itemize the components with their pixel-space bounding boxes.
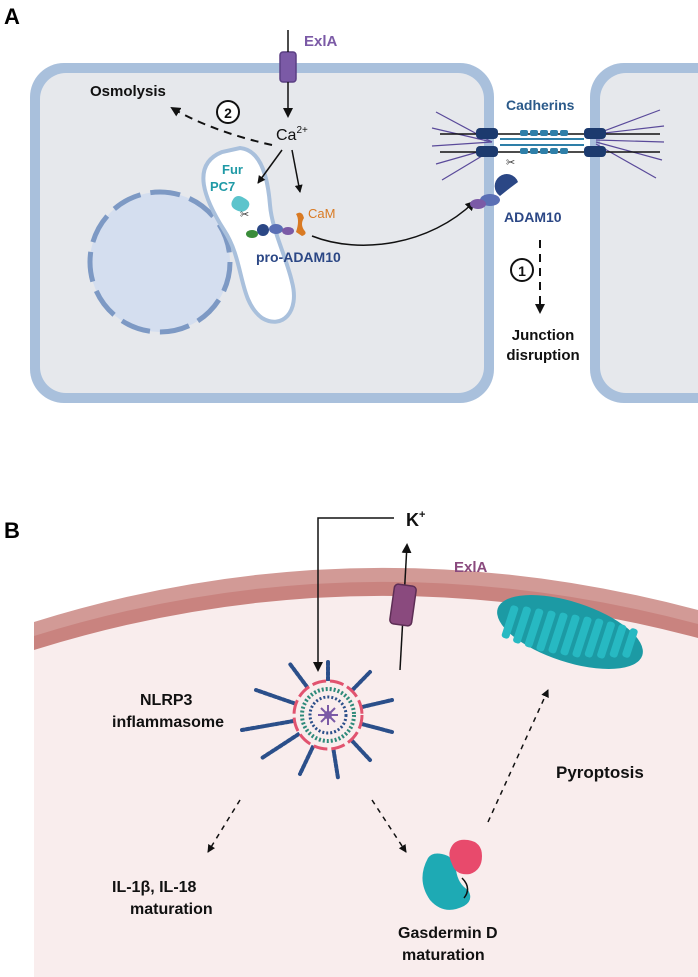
step-2-number: 2 [224,105,232,121]
nucleus [90,192,230,332]
b-cell-cytoplasm [34,595,698,977]
gasdermin-d-protein-icon [422,839,482,910]
pc7-label: PC7 [210,179,235,194]
panel-a: A ExlA Ca2+ Osmolysis 2 Fur PC7 ✂ [4,4,698,403]
right-cell-body [600,73,698,393]
cadherins-label: Cadherins [506,97,575,113]
nuclear-envelope [87,189,233,335]
calmodulin-icon [296,212,306,236]
disruption-label: disruption [506,347,579,364]
il-label-line1: IL-1β, IL-18 [112,879,197,896]
inflammasome-label: inflammasome [112,714,224,731]
gasdermin-label-line1: Gasdermin D [398,925,498,942]
pro-adam10-label: pro-ADAM10 [256,249,341,265]
step-1-badge [510,258,534,282]
scissors-icon-a1: ✂ [240,209,249,221]
trafficking-arrow [311,200,476,246]
adam10-protein-icon [470,174,518,209]
junction-label: Junction [512,327,575,344]
pyroptosis-label: Pyroptosis [556,763,644,782]
il-maturation-arrow [207,799,241,853]
gasdermin-pore-icon [497,595,643,669]
step-2-badge [216,100,240,124]
il-label-line2: maturation [130,901,213,918]
furin-protein-icon [231,196,250,212]
exla-label-a: ExlA [304,33,338,50]
pro-adam10-protein-icon [246,224,294,238]
adam10-label: ADAM10 [504,209,562,225]
exla-channel-b [389,583,417,627]
osmolysis-label: Osmolysis [90,83,166,100]
step-1-number: 1 [518,263,526,279]
exla-label-b: ExlA [454,559,488,576]
calcium-label: Ca2+ [276,125,308,144]
cadherin-junction [431,109,665,181]
panel-b-letter: B [4,518,20,543]
gasdermin-maturation-arrow [371,799,407,853]
fur-label: Fur [222,162,243,177]
pyroptosis-arrow [487,689,549,823]
scissors-icon-a2: ✂ [506,157,515,169]
cam-label: CaM [308,206,335,221]
gasdermin-label-line2: maturation [402,947,485,964]
k-influx-line [317,517,394,650]
nlrp3-label: NLRP3 [140,692,193,709]
nlrp3-inflammasome-icon [240,658,394,780]
exla-channel-a [279,51,297,83]
panel-a-letter: A [4,4,20,29]
potassium-label: K+ [406,509,425,530]
panel-b: B K+ ExlA [4,509,698,977]
